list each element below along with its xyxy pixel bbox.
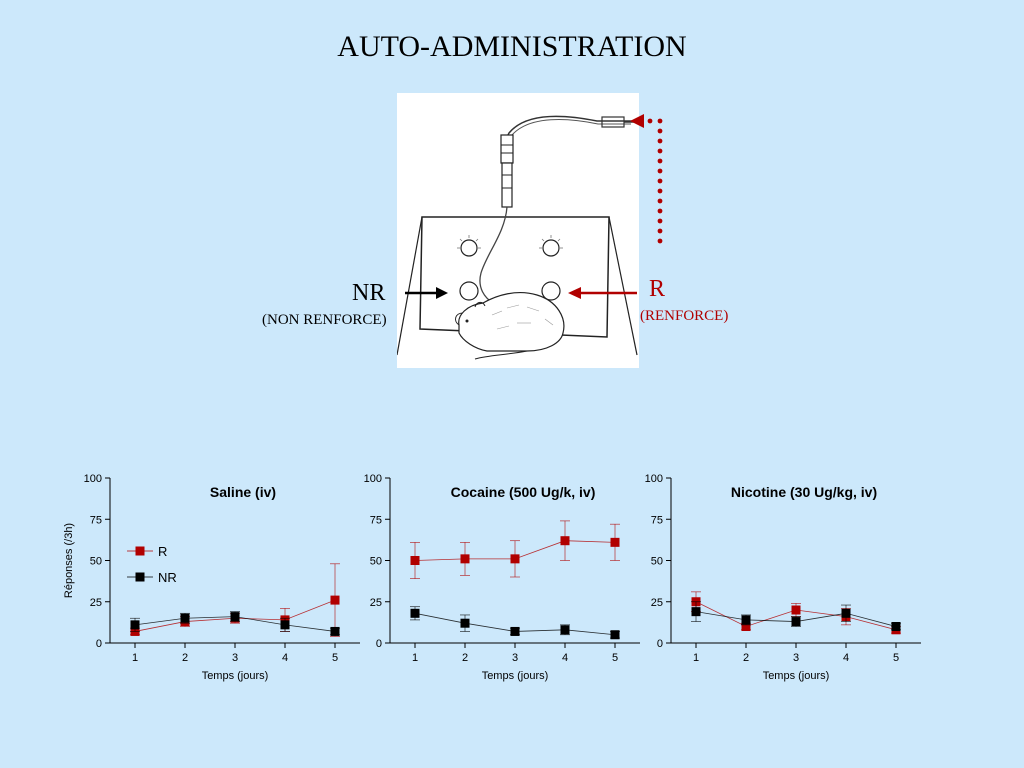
infusion-dotted-line	[647, 118, 663, 244]
chart-title: Cocaine (500 Ug/k, iv)	[451, 484, 596, 500]
y-tick-label: 75	[651, 514, 663, 526]
x-tick-label: 4	[562, 652, 568, 664]
operant-chamber-illustration	[397, 93, 639, 368]
x-tick-label: 3	[232, 652, 238, 664]
page-title: AUTO-ADMINISTRATION	[337, 30, 687, 63]
data-point	[510, 554, 520, 564]
data-point	[841, 608, 851, 618]
data-point	[130, 620, 140, 630]
data-point	[330, 595, 340, 605]
data-point	[410, 608, 420, 618]
legend-label: NR	[158, 570, 177, 585]
y-tick-label: 0	[657, 638, 663, 650]
x-tick-label: 2	[462, 652, 468, 664]
x-tick-label: 3	[512, 652, 518, 664]
data-point	[330, 626, 340, 636]
data-point	[791, 605, 801, 615]
data-point	[460, 554, 470, 564]
x-tick-label: 1	[693, 652, 699, 664]
data-point	[510, 626, 520, 636]
r-label: R	[649, 276, 666, 302]
y-tick-label: 50	[90, 556, 102, 568]
data-point	[741, 622, 751, 631]
nr-arrowhead-icon	[436, 287, 448, 299]
x-tick-label: 1	[412, 652, 418, 664]
data-point	[460, 618, 470, 628]
chart-title: Nicotine (30 Ug/kg, iv)	[731, 484, 877, 500]
nr-description: (NON RENFORCE)	[262, 312, 387, 328]
x-tick-label: 4	[282, 652, 288, 664]
data-point	[230, 612, 240, 622]
r-description: (RENFORCE)	[640, 308, 729, 324]
y-tick-label: 75	[90, 514, 102, 526]
data-point	[180, 613, 190, 623]
saline-chart: 0 25 50 75 100 1 2 3 4 5 Saline (iv) Temps (jours) R…	[63, 473, 360, 682]
x-axis-label: Temps (jours)	[763, 670, 830, 682]
data-point	[560, 625, 570, 635]
y-tick-label: 100	[645, 473, 663, 485]
y-tick-label: 0	[376, 638, 382, 650]
x-tick-label: 5	[332, 652, 338, 664]
data-point	[610, 630, 620, 640]
y-tick-label: 50	[370, 556, 382, 568]
y-tick-label: 50	[651, 556, 663, 568]
data-point	[691, 607, 701, 617]
data-point	[891, 622, 901, 631]
legend-label: R	[158, 544, 167, 559]
cocaine-chart: 0 25 50 75 100 1 2 3 4 5 Cocaine (500 Ug/k, iv) Tem…	[364, 473, 640, 682]
x-tick-label: 5	[893, 652, 899, 664]
data-point	[741, 615, 751, 625]
data-point	[280, 620, 290, 630]
x-tick-label: 2	[743, 652, 749, 664]
infusion-arrowhead-icon	[630, 114, 644, 128]
nicotine-chart: 0 25 50 75 100 1 2 3 4 5 Nicotine (30 Ug/kg, iv) Te…	[645, 473, 921, 682]
data-point	[791, 617, 801, 627]
data-point	[610, 537, 620, 547]
nr-label: NR	[352, 280, 386, 306]
x-axis-label: Temps (jours)	[482, 670, 549, 682]
data-point	[410, 556, 420, 565]
legend-marker	[135, 546, 145, 556]
data-point	[560, 536, 570, 546]
y-tick-label: 25	[651, 597, 663, 609]
x-axis-label: Temps (jours)	[202, 670, 269, 682]
y-tick-label: 25	[90, 597, 102, 609]
y-tick-label: 100	[84, 473, 102, 485]
y-axis-label: Réponses (/3h)	[63, 523, 75, 598]
x-tick-label: 2	[182, 652, 188, 664]
r-arrowhead-icon	[568, 287, 581, 299]
x-tick-label: 3	[793, 652, 799, 664]
y-tick-label: 100	[364, 473, 382, 485]
y-tick-label: 25	[370, 597, 382, 609]
chart-title: Saline (iv)	[210, 484, 276, 500]
y-tick-label: 75	[370, 514, 382, 526]
y-tick-label: 0	[96, 638, 102, 650]
x-tick-label: 1	[132, 652, 138, 664]
legend-marker	[135, 572, 145, 582]
x-tick-label: 4	[843, 652, 849, 664]
x-tick-label: 5	[612, 652, 618, 664]
